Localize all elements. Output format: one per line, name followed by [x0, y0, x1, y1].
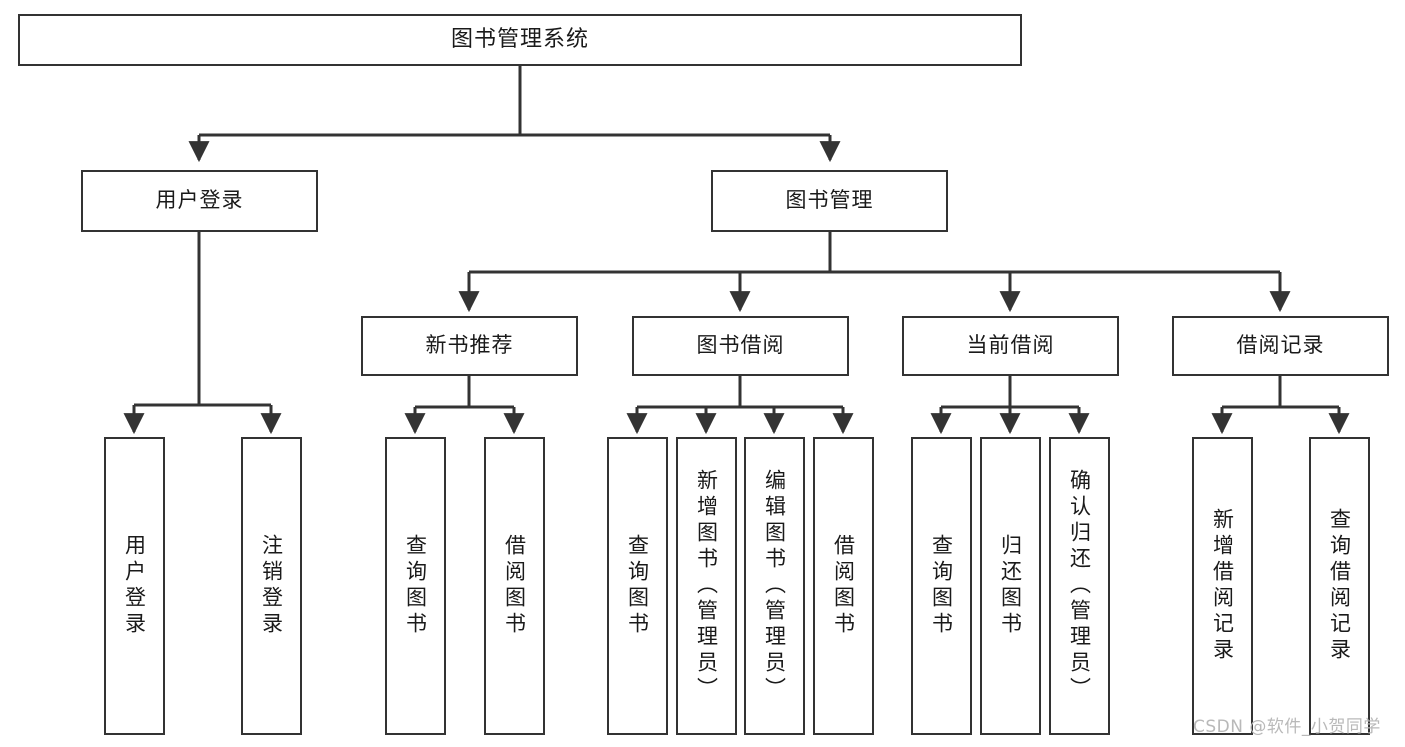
csdn-watermark: CSDN @软件_小贺同学: [1193, 712, 1381, 737]
node-label: 归还图书: [998, 534, 1023, 638]
leaf-current-borrow-return[interactable]: 归还图书: [980, 437, 1041, 735]
leaf-user-login-login[interactable]: 用户登录: [104, 437, 165, 735]
node-label: 编辑图书（管理员）: [762, 469, 787, 703]
leaf-borrow-record-query[interactable]: 查询借阅记录: [1309, 437, 1370, 735]
node-current-borrow[interactable]: 当前借阅: [902, 316, 1119, 376]
node-label: 确认归还（管理员）: [1067, 469, 1092, 703]
leaf-current-borrow-query[interactable]: 查询图书: [911, 437, 972, 735]
node-label: 图书借阅: [696, 333, 785, 358]
node-label: 借阅记录: [1236, 333, 1325, 358]
node-user-login[interactable]: 用户登录: [81, 170, 318, 232]
node-label: 新增图书（管理员）: [694, 469, 719, 703]
node-label: 图书管理系统: [450, 26, 589, 52]
leaf-new-book-borrow[interactable]: 借阅图书: [484, 437, 545, 735]
node-borrow-record[interactable]: 借阅记录: [1172, 316, 1389, 376]
leaf-user-login-logout[interactable]: 注销登录: [241, 437, 302, 735]
node-label: 查询图书: [929, 534, 954, 638]
node-book-management[interactable]: 图书管理: [711, 170, 948, 232]
leaf-borrow-record-add[interactable]: 新增借阅记录: [1192, 437, 1253, 735]
node-book-borrow[interactable]: 图书借阅: [632, 316, 849, 376]
leaf-book-borrow-edit[interactable]: 编辑图书（管理员）: [744, 437, 805, 735]
node-label: 查询图书: [403, 534, 428, 638]
node-label: 查询借阅记录: [1327, 508, 1352, 664]
node-label: 图书管理: [785, 188, 874, 213]
node-label: 新增借阅记录: [1210, 508, 1235, 664]
leaf-book-borrow-add[interactable]: 新增图书（管理员）: [676, 437, 737, 735]
node-new-book-recommend[interactable]: 新书推荐: [361, 316, 578, 376]
node-label: 借阅图书: [831, 534, 856, 638]
leaf-new-book-query[interactable]: 查询图书: [385, 437, 446, 735]
leaf-current-borrow-confirm-return[interactable]: 确认归还（管理员）: [1049, 437, 1110, 735]
leaf-book-borrow-query[interactable]: 查询图书: [607, 437, 668, 735]
node-label: 当前借阅: [966, 333, 1055, 358]
node-label: 用户登录: [122, 534, 147, 638]
node-label: 注销登录: [259, 534, 284, 638]
node-label: 借阅图书: [502, 534, 527, 638]
node-label: 用户登录: [155, 188, 244, 213]
watermark-text: CSDN @软件_小贺同学: [1193, 717, 1381, 737]
node-label: 新书推荐: [425, 333, 514, 358]
node-root-system[interactable]: 图书管理系统: [18, 14, 1022, 66]
leaf-book-borrow-borrow[interactable]: 借阅图书: [813, 437, 874, 735]
node-label: 查询图书: [625, 534, 650, 638]
